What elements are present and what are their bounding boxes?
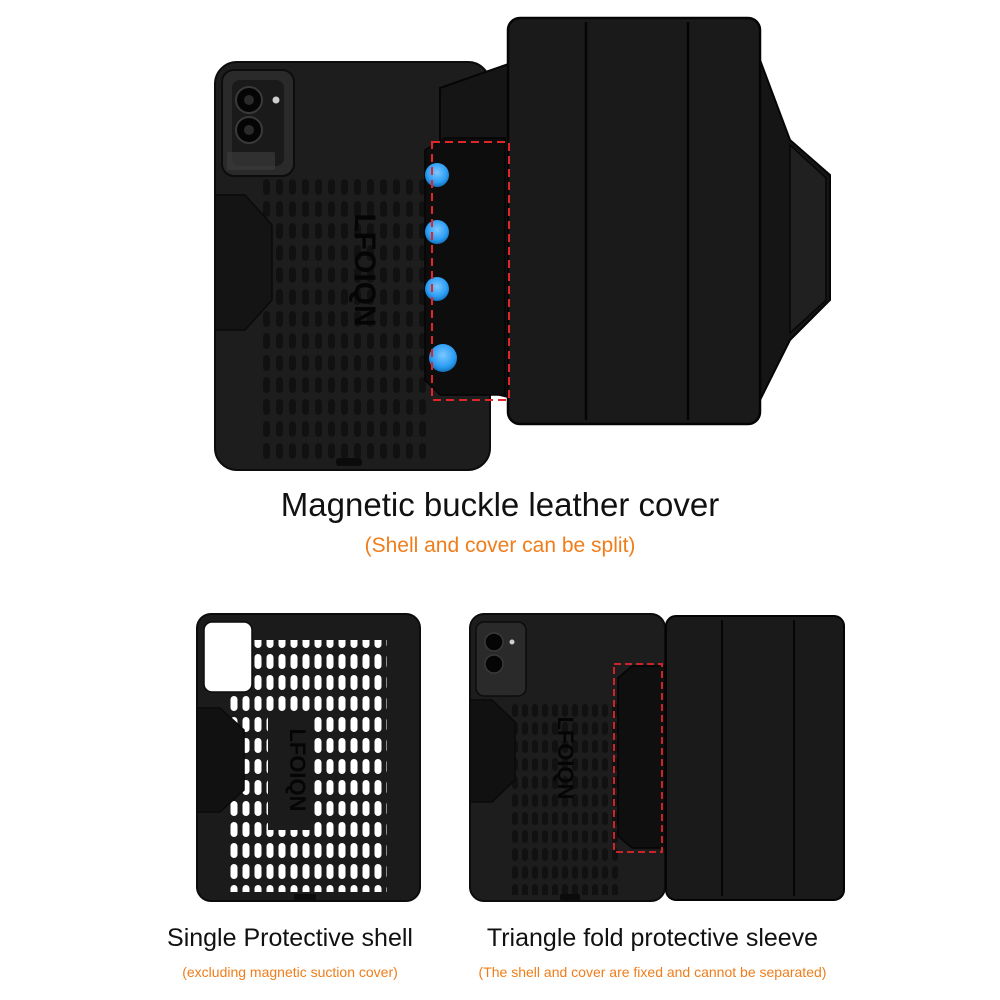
- hero-brand-mark: LFOIQN: [348, 213, 381, 326]
- fold-sleeve-illustration: LFOIQN: [469, 613, 845, 902]
- magnet-icon: [425, 277, 449, 301]
- magnet-icon: [425, 163, 449, 187]
- fold-sleeve-title: Triangle fold protective sleeve: [486, 924, 819, 952]
- magnetic-area-highlight: [431, 141, 510, 401]
- hero-subtitle: (Shell and cover can be split): [364, 534, 636, 557]
- shell-brand-mark: LFOIQN: [285, 728, 310, 811]
- single-shell-illustration: LFOIQN: [196, 613, 421, 902]
- single-shell-title: Single Protective shell: [167, 924, 413, 952]
- hinge-area-highlight: [613, 663, 663, 853]
- magnet-icon: [425, 220, 449, 244]
- camera-cutout: [203, 621, 253, 693]
- fold-sleeve-subtitle: (The shell and cover are fixed and canno…: [478, 964, 827, 980]
- magnet-icon: [429, 344, 457, 372]
- sleeve-brand-mark: LFOIQN: [553, 716, 578, 799]
- hero-shell: LFOIQN: [214, 61, 491, 471]
- camera-lens-icon: [484, 654, 504, 674]
- hero-title: Magnetic buckle leather cover: [280, 486, 720, 523]
- hero-cover: [424, 16, 831, 426]
- single-shell-subtitle: (excluding magnetic suction cover): [182, 964, 398, 980]
- camera-lens-icon: [484, 632, 504, 652]
